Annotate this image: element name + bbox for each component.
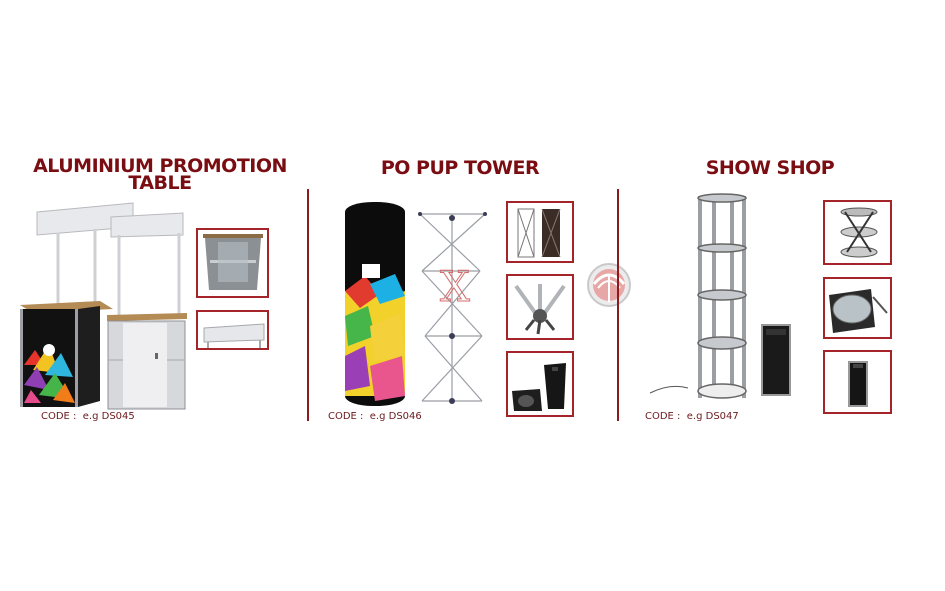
frame-joint-image [514, 284, 566, 335]
product-code: CODE : e.g DS046 [328, 411, 422, 422]
section-divider [617, 189, 619, 421]
watermark-x: X [440, 262, 470, 311]
thumbnail-folded-frames [506, 201, 574, 263]
show-shop-tower-image [649, 193, 791, 399]
code-value: e.g DS047 [686, 411, 739, 422]
product-title: ALUMINIUM PROMOTION TABLE [20, 155, 300, 194]
thumbnail-header-panel [196, 310, 269, 350]
product-code: CODE : e.g DS045 [41, 411, 135, 422]
tower-case-image [848, 361, 868, 407]
product-code: CODE : e.g DS047 [645, 411, 739, 422]
shelf-cabinet-image [203, 234, 263, 290]
folded-tower-image [840, 207, 878, 258]
thumbnail-tower-case [823, 350, 892, 414]
code-label: CODE : [41, 411, 77, 422]
carry-case-image [512, 363, 566, 411]
thumbnail-frame-joint [506, 274, 574, 340]
code-value: e.g DS045 [82, 411, 135, 422]
thumbnail-round-shelf-case [823, 277, 892, 339]
popup-tower-image: X [345, 202, 487, 406]
header-panel-image [203, 323, 265, 348]
title-line-2: TABLE [128, 172, 192, 194]
title-line-1: ALUMINIUM PROMOTION [33, 155, 287, 177]
code-label: CODE : [328, 411, 364, 422]
round-shelf-case-image [829, 289, 888, 333]
thumbnail-folded-tower [823, 200, 892, 265]
promotion-table-printed-image [20, 202, 187, 410]
product-title: SHOW SHOP [660, 157, 880, 179]
thumbnail-shelf-cabinet [196, 228, 269, 298]
title-line-1: PO PUP TOWER [380, 157, 540, 179]
code-value: e.g DS046 [369, 411, 422, 422]
thumbnail-carry-case [506, 351, 574, 417]
product-title: PO PUP TOWER [340, 157, 580, 179]
brand-logo-icon [587, 263, 631, 307]
section-divider [307, 189, 309, 421]
title-line-1: SHOW SHOP [705, 157, 835, 179]
code-label: CODE : [645, 411, 681, 422]
folded-frames-image [517, 208, 561, 258]
